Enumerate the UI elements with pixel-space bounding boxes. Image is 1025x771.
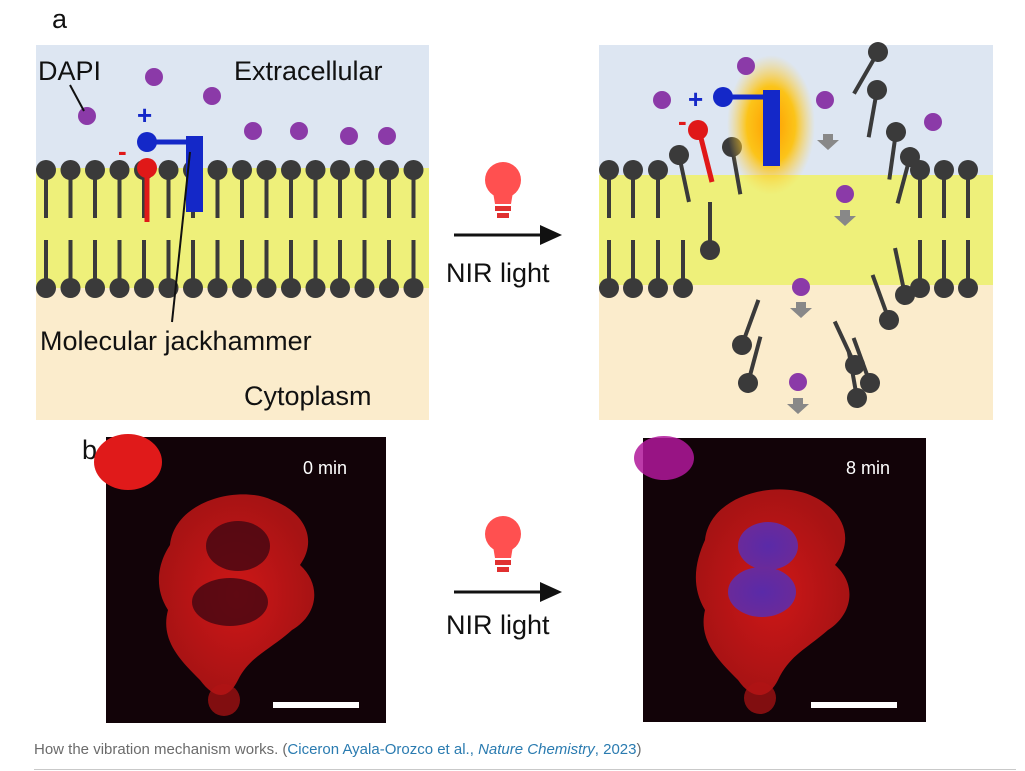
lipid — [623, 160, 643, 218]
lipid — [893, 247, 915, 305]
panel-b-label: b — [82, 435, 97, 465]
lipid — [700, 202, 720, 260]
light-bulb-icon — [485, 162, 521, 218]
time-after: 8 min — [846, 458, 890, 478]
lipid — [330, 160, 350, 218]
nir-arrow-a: NIR light — [446, 162, 562, 288]
lipid — [281, 240, 301, 298]
lipid — [866, 80, 887, 138]
lipid — [648, 160, 668, 218]
scale-bar-after — [811, 702, 897, 708]
molecule-label: Molecular jackhammer — [40, 326, 312, 356]
nir-label-a: NIR light — [446, 258, 550, 288]
lipid — [669, 145, 691, 203]
stained-nucleus-bottom — [728, 567, 796, 617]
lipid — [673, 240, 693, 298]
citation-journal: Nature Chemistry — [478, 741, 595, 758]
lipid — [958, 160, 978, 218]
plus-sign: + — [137, 100, 152, 130]
lipid — [846, 350, 867, 408]
lipid-bilayer-left — [36, 160, 424, 298]
plus-sign-after: + — [688, 84, 703, 114]
figure: + - a DAPI Extracellular Molecular jackh… — [36, 4, 993, 723]
lipid — [330, 240, 350, 298]
molecule-pointer — [171, 151, 191, 323]
dapi-molecules-right — [653, 57, 942, 391]
figure-caption: How the vibration mechanism works. (Cice… — [34, 741, 642, 758]
lipid — [207, 160, 228, 218]
nir-arrow-b: NIR light — [446, 516, 562, 640]
panel-a-label: a — [52, 4, 68, 34]
lipid — [256, 160, 277, 218]
lipid — [934, 240, 954, 298]
cytoplasm-region — [36, 288, 429, 420]
lipid-bilayer-right — [599, 42, 978, 408]
lipid — [648, 240, 668, 298]
lipid — [60, 160, 81, 218]
lipid — [281, 160, 301, 218]
lipid — [732, 299, 761, 355]
lipid — [305, 160, 326, 218]
time-before: 0 min — [303, 458, 347, 478]
lipid — [379, 160, 399, 218]
lipid — [109, 160, 130, 218]
caption-divider — [34, 769, 1016, 770]
lipid — [354, 160, 375, 218]
lipid — [379, 240, 399, 298]
citation-year: , 2023 — [594, 741, 637, 758]
lipid — [183, 240, 203, 298]
lipid — [305, 240, 326, 298]
light-bulb-icon — [485, 516, 521, 572]
lipid — [158, 240, 179, 298]
micrograph-before: 0 min — [94, 434, 386, 723]
lipid — [256, 240, 277, 298]
panel-a-before: + - a DAPI Extracellular Molecular jackh… — [36, 4, 429, 420]
lipid — [852, 42, 888, 95]
lipid — [36, 240, 56, 298]
lipid — [134, 240, 154, 298]
lipid — [354, 240, 375, 298]
lipid — [36, 160, 56, 218]
minus-sign: - — [118, 136, 127, 166]
lipid — [599, 240, 619, 298]
lipid — [232, 240, 252, 298]
lipid — [934, 160, 954, 218]
lipid — [886, 122, 906, 180]
lipid — [232, 160, 252, 218]
dapi-molecules-left — [78, 68, 396, 145]
lipid — [207, 240, 228, 298]
minus-sign-after: - — [678, 106, 687, 136]
citation-link[interactable]: Ciceron Ayala-Orozco et al., Nature Chem… — [287, 741, 636, 758]
influx-arrows — [787, 134, 856, 414]
micrograph-after: 8 min — [634, 436, 926, 722]
lipid — [910, 240, 930, 298]
lipid — [85, 240, 105, 298]
nir-label-b: NIR light — [446, 610, 550, 640]
dapi-pointer — [69, 84, 85, 112]
lipid — [599, 160, 619, 218]
lipid — [738, 336, 763, 393]
caption-text: How the vibration mechanism works. ( — [34, 741, 288, 758]
citation-authors: Ciceron Ayala-Orozco et al., — [287, 741, 479, 758]
lipid — [623, 240, 643, 298]
lipid — [60, 240, 81, 298]
molecular-jackhammer-active — [688, 87, 780, 183]
lipid — [109, 240, 130, 298]
lipid — [958, 240, 978, 298]
stained-nucleus-top — [738, 522, 798, 570]
lipid — [403, 160, 424, 218]
lipid — [870, 274, 899, 330]
lipid — [895, 147, 920, 204]
dapi-label: DAPI — [38, 56, 101, 86]
caption-close: ) — [636, 741, 642, 758]
panel-a-after: + - — [599, 42, 993, 420]
extracellular-label: Extracellular — [234, 56, 383, 86]
lipid — [158, 160, 179, 218]
lipid — [85, 160, 105, 218]
membrane-core-after — [599, 175, 993, 285]
scale-bar-before — [273, 702, 359, 708]
lipid — [403, 240, 424, 298]
cytoplasm-label: Cytoplasm — [244, 381, 372, 411]
